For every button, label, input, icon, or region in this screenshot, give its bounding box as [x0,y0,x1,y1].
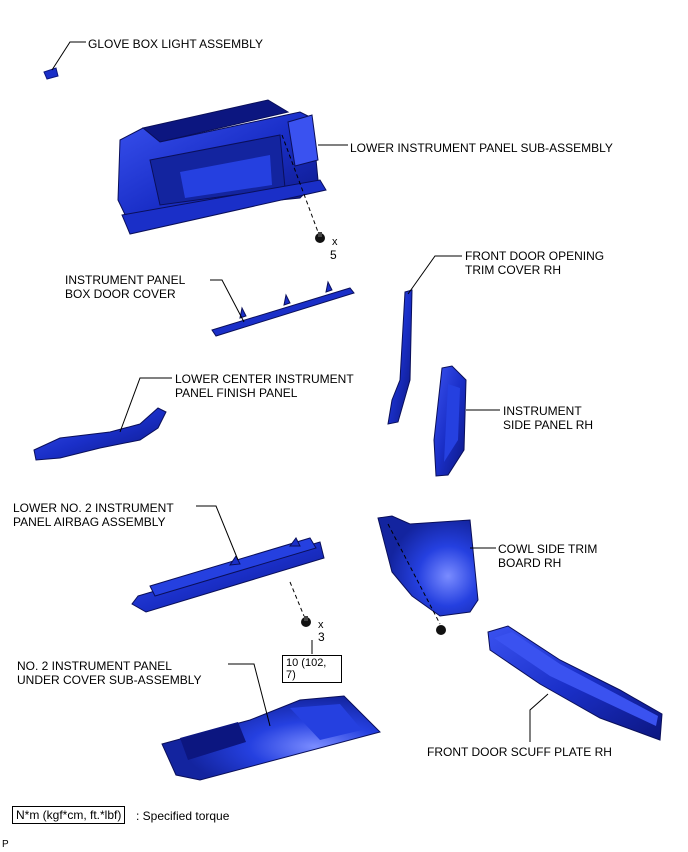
label-front-door-opening-trim-line1: FRONT DOOR OPENING [465,249,605,263]
label-under-cover-line1: NO. 2 INSTRUMENT PANEL [17,659,172,673]
label-front-door-opening-trim: FRONT DOOR OPENING TRIM COVER RH [465,249,604,277]
fastener-lower-count: 3 [318,630,325,644]
label-cowl-side-trim: COWL SIDE TRIM BOARD RH [498,542,597,570]
label-front-door-opening-trim-line2: TRIM COVER RH [465,263,561,277]
bolt-upper [315,232,325,243]
label-lower-instrument-panel: LOWER INSTRUMENT PANEL SUB-ASSEMBLY [350,141,613,155]
scuff-plate-part [487,625,663,741]
label-airbag-line2: PANEL AIRBAG ASSEMBLY [13,515,166,529]
label-box-door-cover-line2: BOX DOOR COVER [65,287,176,301]
label-scuff-plate: FRONT DOOR SCUFF PLATE RH [427,745,612,759]
box-door-cover-part [211,280,355,337]
airbag-assembly-part [131,537,325,613]
lower-instrument-panel-part [117,99,327,235]
leader-box-door-cover [210,279,245,323]
label-cowl-side-trim-line1: COWL SIDE TRIM [498,542,598,556]
fastener-upper-count: 5 [330,248,337,262]
label-glove-box-light: GLOVE BOX LIGHT ASSEMBLY [88,37,263,51]
label-lower-center-finish-line1: LOWER CENTER INSTRUMENT [175,372,354,386]
under-cover-part [161,695,381,781]
fastener-lower-x: x [318,619,324,631]
leader-lower-center-finish [119,377,172,433]
label-instrument-side-panel-line1: INSTRUMENT [503,404,582,418]
legend-torque-box: N*m (kgf*cm, ft.*lbf) [12,806,126,824]
label-lower-center-finish: LOWER CENTER INSTRUMENT PANEL FINISH PAN… [175,372,354,400]
front-door-opening-trim-part [387,289,413,425]
leader-front-door-opening-trim [407,255,462,295]
torque-spec-line1: 10 (102, [286,657,327,669]
label-under-cover-line2: UNDER COVER SUB-ASSEMBLY [17,673,202,687]
fastener-upper-x: x [332,236,338,248]
glove-box-light-part [43,67,59,80]
torque-spec-line2: 7) [286,669,296,681]
label-instrument-side-panel-line2: SIDE PANEL RH [503,418,594,432]
label-lower-center-finish-line2: PANEL FINISH PANEL [175,386,298,400]
leader-airbag [196,505,239,561]
leader-under-cover [228,663,271,727]
label-box-door-cover: INSTRUMENT PANEL BOX DOOR COVER [65,273,185,301]
label-airbag: LOWER NO. 2 INSTRUMENT PANEL AIRBAG ASSE… [13,501,174,529]
leader-glove-box-light [51,41,86,71]
label-cowl-side-trim-line2: BOARD RH [498,556,562,570]
instrument-side-panel-part [433,365,467,477]
label-box-door-cover-line1: INSTRUMENT PANEL [65,273,186,287]
leader-scuff-plate [529,693,549,742]
corner-mark: P [2,839,9,850]
bolt-lower [301,616,311,627]
torque-spec-box: 10 (102, 7) [282,655,342,683]
label-instrument-side-panel: INSTRUMENT SIDE PANEL RH [503,404,593,432]
cowl-side-trim-part [377,515,479,617]
lower-center-finish-panel-part [33,407,167,461]
label-under-cover: NO. 2 INSTRUMENT PANEL UNDER COVER SUB-A… [17,659,201,687]
label-airbag-line1: LOWER NO. 2 INSTRUMENT [13,501,174,515]
cowl-side-trim-clip [436,625,446,635]
legend-description: : Specified torque [136,809,230,823]
